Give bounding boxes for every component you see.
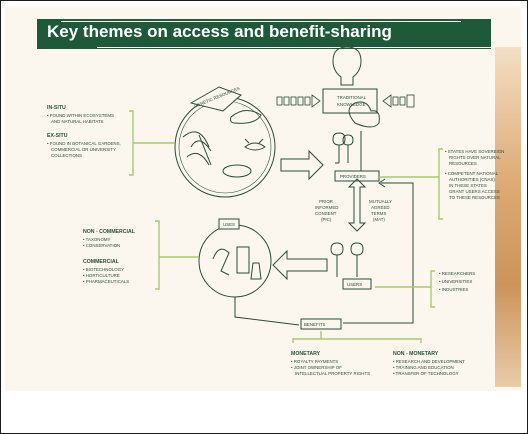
ex-situ-line3: COLLECTIONS — [51, 153, 82, 158]
non-monetary-heading: NON - MONETARY — [393, 351, 439, 357]
states-note-line4: • COMPETENT NATIONAL — [445, 171, 499, 176]
monetary-heading: MONETARY — [291, 351, 321, 357]
head-icon — [332, 46, 362, 86]
benefits-box — [300, 318, 342, 330]
access-benefit-sharing-diagram: GENETIC RESOURCES TRADITIONAL KNOWLEDGE … — [47, 46, 504, 376]
tk-label-line1: TRADITIONAL — [337, 95, 367, 100]
commercial-line3: • PHARMACEUTICALS — [83, 279, 129, 284]
states-note-line6: IN THESE STATES — [449, 183, 487, 188]
monetary-line2: • JOINT OWNERSHIP OF — [291, 365, 342, 370]
title-bottom-rule — [97, 47, 491, 48]
users-list-line3: • INDUSTRIES — [439, 287, 468, 292]
title-bar: Key themes on access and benefit-sharing — [37, 19, 491, 49]
states-note-line5: AUTHORITIES (CNAS) — [449, 177, 495, 182]
commercial-line1: • BIOTECHNOLOGY — [83, 267, 124, 272]
providers-label: PROVIDERS — [340, 174, 366, 179]
non-commercial-heading: NON - COMMERCIAL — [83, 229, 136, 235]
ex-situ-line1: • FOUND IN BOTANICAL GARDENS, — [47, 141, 121, 146]
users-list-line2: • UNIVERSITIES — [439, 279, 472, 284]
in-situ-line2: AND NATURAL HABITATS — [51, 119, 104, 124]
insect-icon — [244, 138, 266, 151]
non-commercial-line2: • CONSERVATION — [83, 243, 120, 248]
users-to-uses-arrow — [272, 249, 328, 281]
users-people-icon — [330, 242, 364, 277]
connector-brackets — [129, 110, 443, 343]
pic-mat-double-arrow — [347, 178, 367, 232]
genetic-resources-circle — [174, 96, 276, 198]
mat-line3: TERMS — [371, 211, 386, 216]
users-list-line1: • RESEARCHERS — [439, 271, 475, 276]
uses-box — [218, 218, 240, 230]
gr-to-providers-arrow — [280, 149, 324, 181]
pic-line4: (PIC) — [321, 217, 332, 222]
pic-line2: INFORMED — [315, 205, 338, 210]
person-icon-2 — [342, 134, 354, 163]
mat-line2: AGREED — [371, 205, 390, 210]
gr-to-tk-dotted-arrow — [276, 94, 321, 108]
non-monetary-line1: • RESEARCH AND DEVELOPMENT — [393, 359, 465, 364]
genetic-resources-inner-circle — [178, 100, 272, 194]
benefits-label: BENEFITS — [304, 322, 326, 327]
rodent-icon — [230, 110, 262, 124]
mat-line4: (MAT) — [373, 217, 385, 222]
monetary-line1: • ROYALTY PAYMENTS — [291, 359, 338, 364]
states-note-line1: • STATES HAVE SOVEREIGN — [445, 149, 504, 154]
users-label: USERS — [347, 282, 362, 287]
uses-circle — [198, 224, 272, 298]
traditional-knowledge-box — [322, 88, 378, 114]
non-monetary-line3: • TRANSFER OF TECHNOLOGY — [393, 371, 459, 376]
pic-line3: CONSENT — [315, 211, 337, 216]
pic-line1: PRIOR — [319, 199, 333, 204]
genetic-resources-banner — [189, 86, 242, 112]
states-note-line7: GRANT USERS ACCESS — [449, 189, 500, 194]
tree-icon — [348, 101, 380, 171]
decorative-background-photo — [495, 47, 521, 387]
petri-dish-icon — [222, 164, 252, 178]
in-situ-line1: • FOUND WITHIN ECOSYSTEMS — [47, 113, 114, 118]
ex-situ-line2: COMMERCIAL OR UNIVERSITY — [51, 147, 116, 152]
uses-label: USES — [223, 222, 235, 227]
non-monetary-line2: • TRAINING AND EDUCATION — [393, 365, 454, 370]
monetary-line3: INTELLECTUAL PROPERTY RIGHTS — [295, 371, 370, 376]
states-note-line3: RESOURCES — [449, 161, 477, 166]
tk-incoming-dotted-arrow — [382, 94, 415, 108]
states-note-line2: RIGHTS OVER NATURAL — [449, 155, 501, 160]
title-top-rule — [61, 21, 461, 22]
leaf-branch-icon — [182, 131, 212, 166]
ex-situ-heading: EX-SITU — [47, 133, 68, 139]
benefits-to-providers-line — [343, 182, 414, 324]
slide: Key themes on access and benefit-sharing — [5, 7, 521, 391]
commercial-heading: COMMERCIAL — [83, 259, 120, 265]
uses-to-benefits-line — [234, 297, 300, 326]
tk-label-line2: KNOWLEDGE — [337, 102, 366, 107]
lab-equipment-icon — [212, 246, 262, 280]
states-note-line8: TO THESE RESOURCES — [449, 195, 500, 200]
non-commercial-line1: • TAXONOMY — [83, 237, 111, 242]
benefits-loop-arrowhead — [378, 178, 386, 188]
commercial-line2: • HORTICULTURE — [83, 273, 120, 278]
slide-title: Key themes on access and benefit-sharing — [47, 22, 392, 41]
providers-box — [334, 170, 380, 182]
mat-line1: MUTUALLY — [369, 199, 392, 204]
in-situ-heading: IN-SITU — [47, 105, 66, 111]
users-box — [342, 278, 372, 290]
